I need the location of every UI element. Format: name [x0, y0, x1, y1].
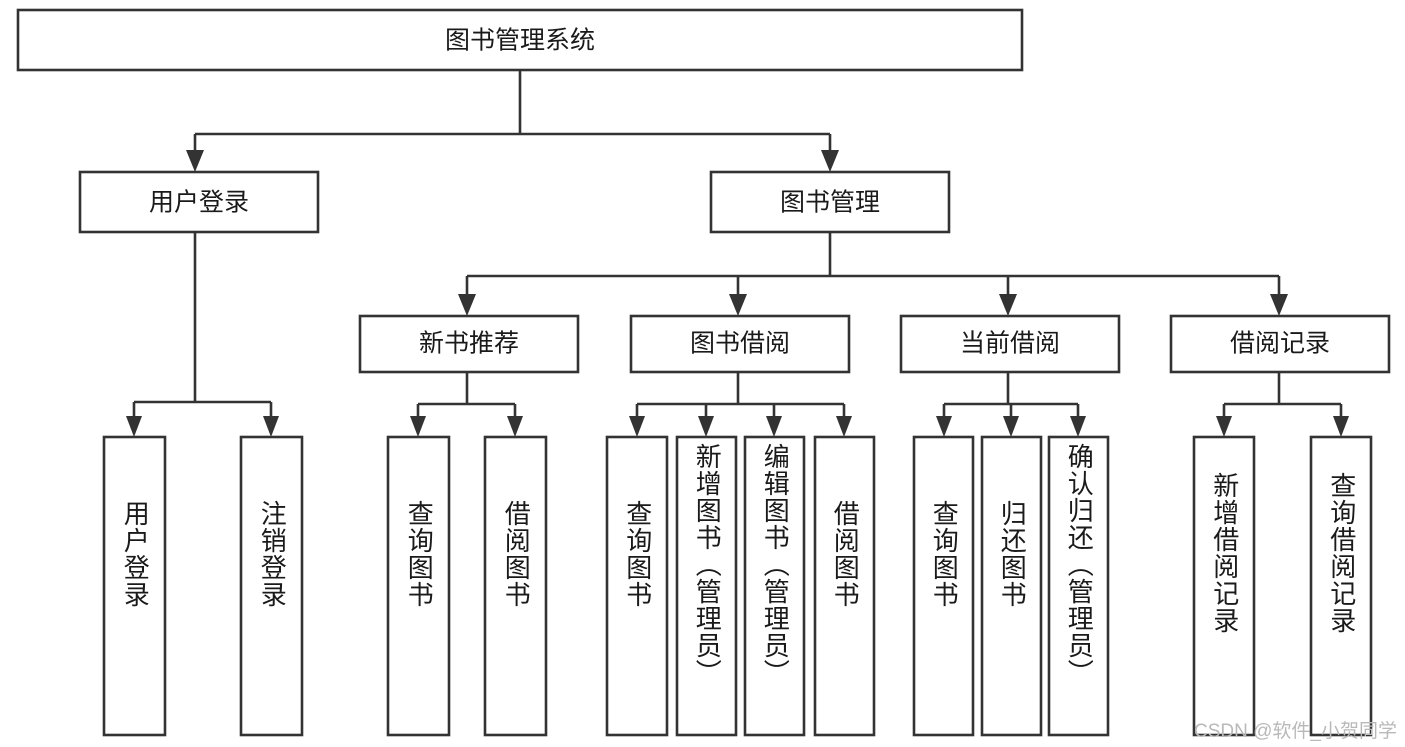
- node-leaf-confirm-return-box[interactable]: [1047, 435, 1110, 737]
- node-leaf-add-record-box[interactable]: [1192, 435, 1256, 737]
- node-borrow-record-box[interactable]: [1169, 314, 1391, 374]
- node-current-borrow[interactable]: 当前借阅: [899, 314, 1121, 374]
- node-leaf-query-book-3-box[interactable]: [912, 435, 975, 737]
- arrowhead-bookmgmt-c4: [1270, 294, 1288, 316]
- arrowhead-record-l2: [1333, 416, 1349, 437]
- node-leaf-return-book-box[interactable]: [980, 435, 1043, 737]
- arrowhead-login-l2: [263, 416, 279, 437]
- node-leaf-query-book-2-box[interactable]: [605, 435, 669, 737]
- node-leaf-borrow-book-1-box[interactable]: [483, 435, 548, 737]
- node-root[interactable]: 图书管理系统: [16, 8, 1024, 72]
- node-borrow-record-label: 借阅记录: [1230, 330, 1330, 358]
- node-book-management-box[interactable]: [709, 170, 951, 234]
- arrowhead-current-l3: [1070, 416, 1086, 437]
- connector-group-root: [186, 70, 839, 172]
- node-user-login-label: 用户登录: [149, 189, 249, 217]
- node-leaf-logout-box[interactable]: [239, 435, 304, 737]
- node-leaf-add-book-box[interactable]: [675, 435, 738, 737]
- arrowhead-bookmgmt-c2: [729, 294, 747, 316]
- node-book-borrow-label: 图书借阅: [690, 330, 790, 358]
- node-leaf-edit-book-box[interactable]: [743, 435, 806, 737]
- node-book-borrow[interactable]: 图书借阅: [629, 314, 851, 374]
- connector-group-book-management: [458, 232, 1288, 316]
- node-user-login[interactable]: 用户登录: [78, 170, 320, 234]
- arrowhead-current-l2: [1003, 416, 1019, 437]
- arrowhead-record-l1: [1216, 416, 1232, 437]
- connector-group-user-login: [126, 232, 279, 437]
- node-current-borrow-box[interactable]: [899, 314, 1121, 374]
- arrowhead-newbook-l2: [507, 416, 523, 437]
- connector-group-new-book: [410, 372, 523, 437]
- arrowhead-bookmgmt-c3: [999, 294, 1017, 316]
- connector-group-book-borrow: [629, 372, 852, 437]
- node-book-management-label: 图书管理: [780, 189, 880, 217]
- node-leaf-user-login-box[interactable]: [102, 435, 167, 737]
- node-new-book-recommend[interactable]: 新书推荐: [358, 314, 580, 374]
- arrowhead-borrow-l3: [766, 416, 782, 437]
- arrowhead-root-to-login: [186, 150, 204, 172]
- node-root-box[interactable]: [16, 8, 1024, 72]
- arrowhead-newbook-l1: [410, 416, 426, 437]
- connector-group-current-borrow: [936, 372, 1086, 437]
- arrowhead-borrow-l1: [629, 416, 645, 437]
- arrowhead-borrow-l4: [836, 416, 852, 437]
- node-root-label: 图书管理系统: [445, 27, 595, 55]
- node-user-login-box[interactable]: [78, 170, 320, 234]
- arrowhead-current-l1: [936, 416, 952, 437]
- node-new-book-recommend-box[interactable]: [358, 314, 580, 374]
- arrowhead-login-l1: [126, 416, 142, 437]
- arrowhead-borrow-l2: [698, 416, 714, 437]
- node-leaf-query-record-box[interactable]: [1309, 435, 1373, 737]
- arrowhead-bookmgmt-c1: [458, 294, 476, 316]
- node-leaf-borrow-book-2-box[interactable]: [813, 435, 876, 737]
- arrowhead-root-to-bookmgmt: [821, 150, 839, 172]
- node-leaf-query-book-1-box[interactable]: [386, 435, 451, 737]
- node-book-management[interactable]: 图书管理: [709, 170, 951, 234]
- node-new-book-recommend-label: 新书推荐: [419, 330, 519, 358]
- node-borrow-record[interactable]: 借阅记录: [1169, 314, 1391, 374]
- node-book-borrow-box[interactable]: [629, 314, 851, 374]
- connector-group-borrow-record: [1216, 372, 1349, 437]
- node-current-borrow-label: 当前借阅: [960, 330, 1060, 358]
